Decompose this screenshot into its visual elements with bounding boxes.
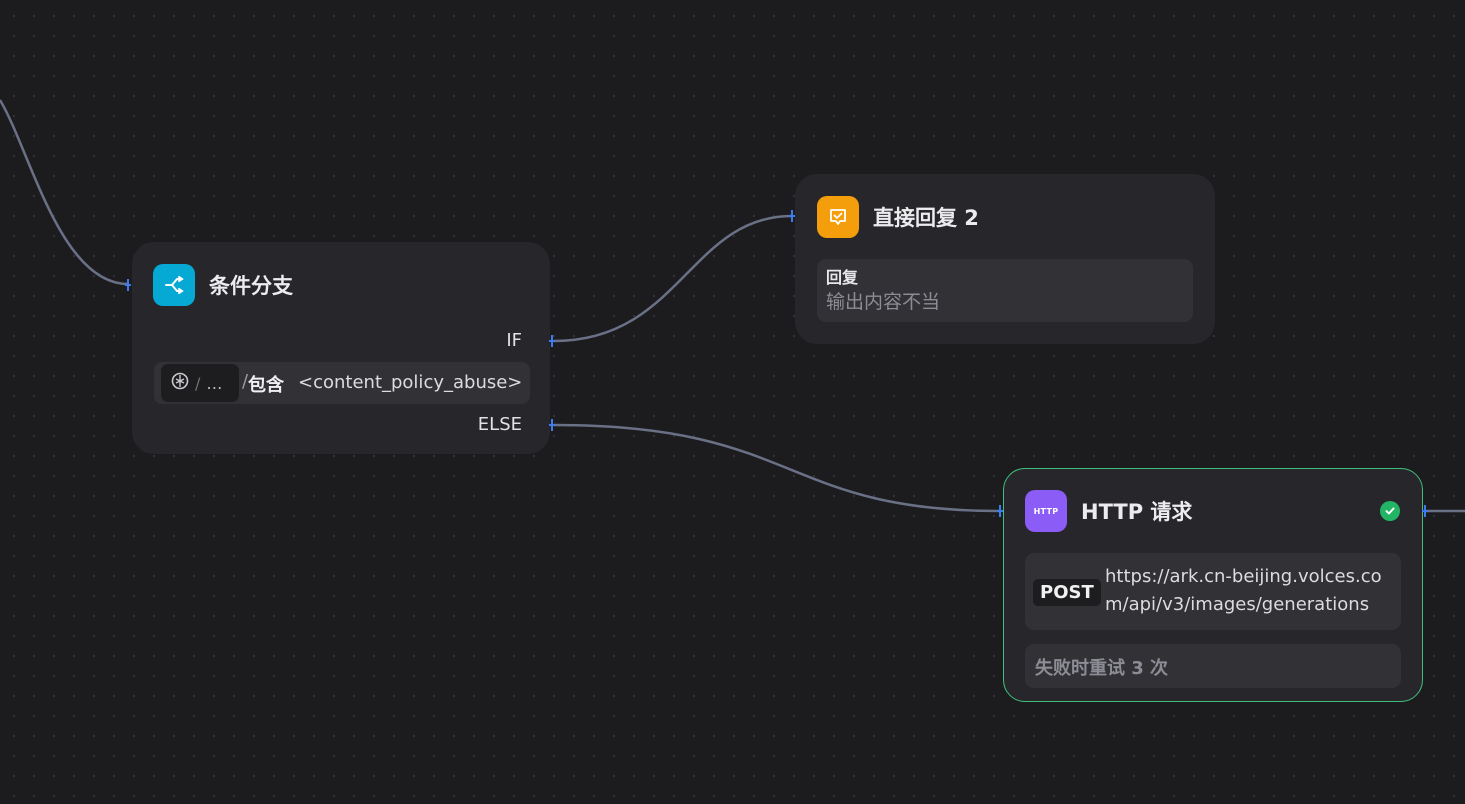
condition-node[interactable]: 条件分支 IF / … / 包含 <content_policy_abuse> … [132,242,550,454]
http-method-badge: POST [1033,579,1101,606]
reply-icon [817,196,859,238]
edge-incoming [0,99,129,286]
reply-input-handle[interactable] [789,210,795,222]
variable-chip[interactable]: / … [161,364,239,402]
node-header: 条件分支 [153,264,293,306]
else-label: ELSE [477,414,522,435]
success-check-icon [1380,501,1400,521]
path-separator: / [195,373,201,393]
http-output-handle[interactable] [1422,505,1428,517]
http-url: https://ark.cn-beijing.volces.com/api/v3… [1105,566,1382,615]
http-input-handle[interactable] [997,505,1003,517]
reply-node[interactable]: 直接回复 2 回复 输出内容不当 [795,174,1215,344]
node-title: HTTP 请求 [1081,500,1193,524]
node-header: 直接回复 2 [817,196,979,238]
path-separator-tail: / [242,371,249,392]
if-output-handle[interactable] [549,335,555,347]
node-header: HTTP HTTP 请求 [1025,490,1192,532]
retry-text: 失败时重试 3 次 [1035,658,1169,679]
variable-icon [171,372,189,394]
condition-operator[interactable]: 包含 [248,375,284,396]
node-title: 条件分支 [209,274,293,298]
reply-field[interactable]: 回复 输出内容不当 [817,259,1193,322]
variable-path: … [206,373,223,393]
edge-if-to-reply[interactable] [553,214,793,343]
reply-field-value: 输出内容不当 [826,291,941,313]
retry-field[interactable]: 失败时重试 3 次 [1025,644,1401,688]
condition-input-handle[interactable] [125,279,131,291]
edge-else-to-http[interactable] [553,423,1001,513]
reply-field-label: 回复 [826,268,859,287]
http-request-field[interactable]: POST https://ark.cn-beijing.volces.com/a… [1025,553,1401,630]
if-label: IF [506,330,522,351]
condition-row[interactable]: / … / 包含 <content_policy_abuse> [154,362,530,404]
http-icon: HTTP [1025,490,1067,532]
branch-icon [153,264,195,306]
http-node[interactable]: HTTP HTTP 请求 POST https://ark.cn-beijing… [1003,468,1423,702]
condition-value[interactable]: <content_policy_abuse> [298,372,523,393]
node-title: 直接回复 2 [873,206,979,230]
else-output-handle[interactable] [549,419,555,431]
